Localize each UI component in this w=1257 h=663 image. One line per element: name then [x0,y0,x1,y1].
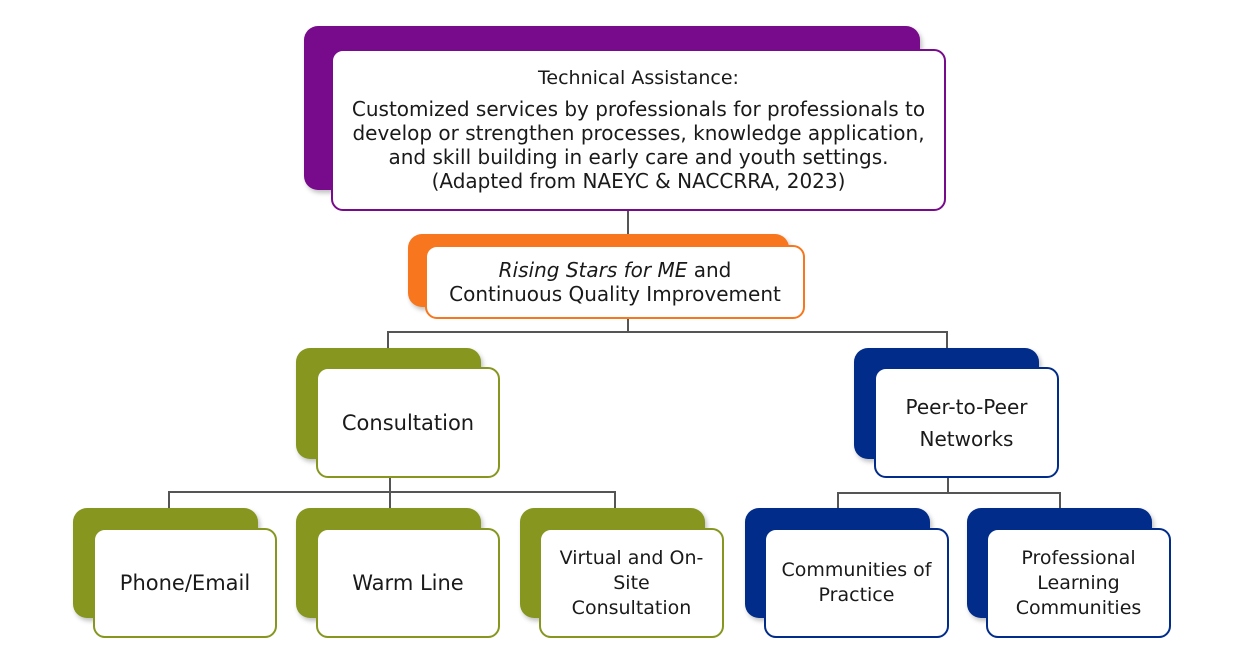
connector-level2-bar [387,331,947,333]
connector-to-peer [946,331,948,348]
node-card: Consultation [316,367,500,478]
connector-peer-bar [837,492,1060,494]
node-card: Technical Assistance: Customized service… [331,49,946,211]
node-label-line2: Continuous Quality Improvement [449,282,781,306]
node-label: Communities of Practice [781,559,932,606]
connector-to-virtual [614,491,616,508]
connector-cqi-down [627,318,629,332]
node-card: Rising Stars for ME and Continuous Quali… [425,245,805,319]
node-description: Customized services by professionals for… [351,97,926,193]
connector-peer-down [947,477,949,492]
node-card: Virtual and On-Site Consultation [539,528,724,638]
connector-to-consultation [387,331,389,348]
connector-to-cop [837,492,839,508]
connector-to-phone [168,491,170,508]
node-card: Communities of Practice [764,528,949,638]
node-label: Professional Learning Communities [1015,546,1142,619]
node-label-line1: Rising Stars for ME and [499,258,732,282]
node-label: Warm Line [352,571,464,595]
node-label: Phone/Email [119,571,251,595]
node-title: Technical Assistance: [538,67,739,89]
node-card: Peer-to-Peer Networks [874,367,1059,478]
node-label: Virtual and On-Site Consultation [559,546,704,619]
node-label: Consultation [341,410,475,435]
node-card: Warm Line [316,528,500,638]
connector-to-plc [1059,492,1061,508]
program-name: Rising Stars for ME [498,258,688,282]
connector-consultation-bar [168,491,615,493]
node-label: Peer-to-Peer Networks [905,394,1028,451]
connector-root-cqi [627,210,629,245]
node-card: Professional Learning Communities [986,528,1171,638]
connector-consultation-down [389,477,391,508]
conjunction: and [687,258,732,282]
node-card: Phone/Email [93,528,277,638]
